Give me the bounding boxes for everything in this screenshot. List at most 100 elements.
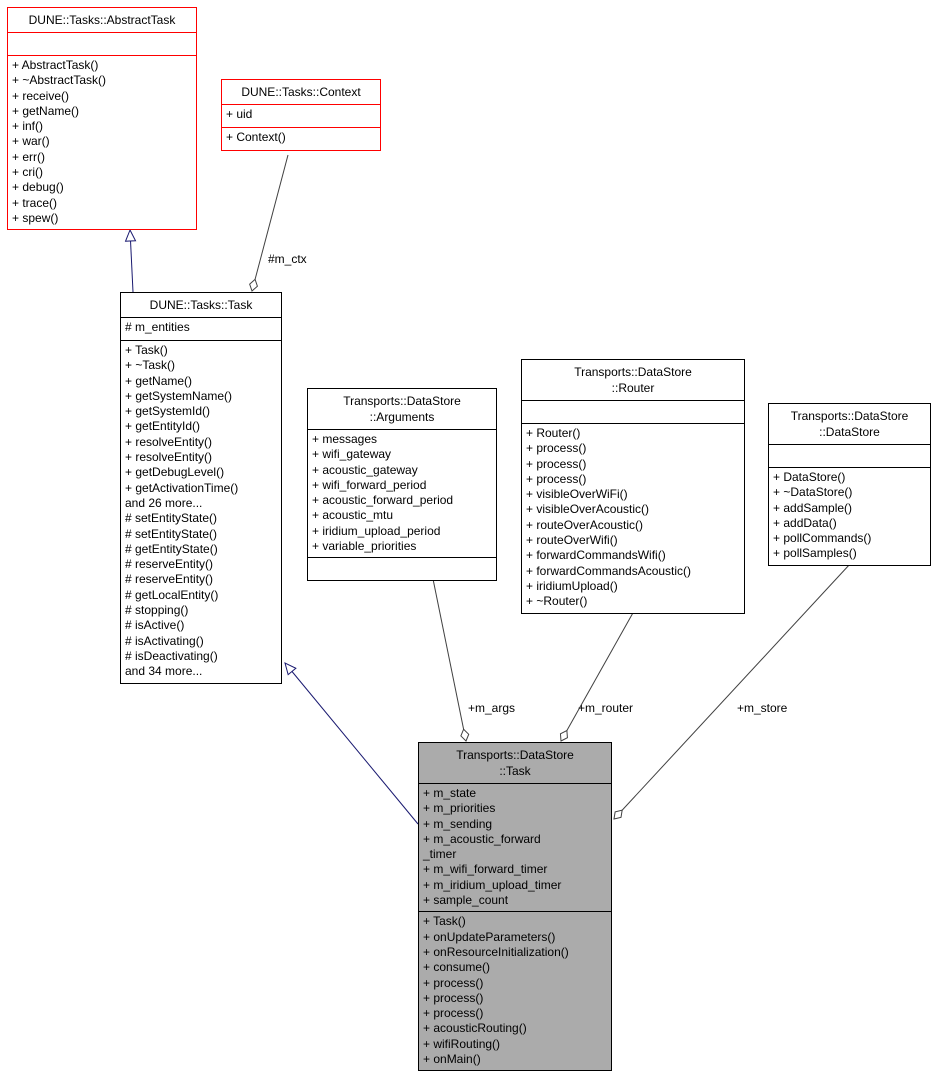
member-line: + getName() (125, 373, 193, 388)
member-line: + m_iridium_upload_timer (423, 877, 562, 892)
member-line: and 26 more... (125, 495, 203, 510)
member-line: + err() (12, 149, 45, 164)
member-line: + uid (226, 107, 253, 121)
class-transports-datastore-task[interactable]: Transports::DataStore ::Task + m_state+ … (418, 742, 612, 1072)
class-transports-datastore-router[interactable]: Transports::DataStore ::Router + Router(… (521, 359, 745, 614)
class-title: Transports::DataStore ::Router (574, 365, 692, 395)
member-line: + onResourceInitialization() (423, 944, 569, 959)
edge-inheritance-task-from-abstracttask (124, 228, 137, 293)
member-line: + routeOverWifi() (526, 533, 618, 548)
member-line: _timer (423, 847, 457, 862)
class-attributes: + m_state+ m_priorities+ m_sending+ m_ac… (419, 783, 611, 911)
class-dune-tasks-abstracttask[interactable]: DUNE::Tasks::AbstractTask + AbstractTask… (7, 7, 197, 231)
member-line: # m_entities (125, 320, 190, 334)
edge-label-m-router: +m_router (578, 701, 633, 715)
edge-label-m-ctx: #m_ctx (268, 252, 307, 266)
member-line: + iridiumUpload() (526, 578, 618, 593)
member-line: + process() (423, 990, 484, 1005)
member-line: + Router() (526, 426, 581, 440)
member-line: # stopping() (125, 603, 189, 618)
member-line: + DataStore() (773, 470, 846, 484)
member-line: + m_state (423, 786, 477, 800)
member-line: + visibleOverWiFi() (526, 487, 628, 502)
class-dune-tasks-context[interactable]: DUNE::Tasks::Context + uid + Context() (221, 79, 381, 151)
member-line: + addData() (773, 515, 837, 530)
member-line: # isDeactivating() (125, 648, 218, 663)
class-methods: + Router()+ process()+ process()+ proces… (522, 423, 744, 613)
edge-label-m-args: +m_args (468, 701, 515, 715)
member-line: + getDebugLevel() (125, 465, 225, 480)
member-line: + AbstractTask() (12, 58, 99, 72)
member-line: + acoustic_mtu (312, 508, 394, 523)
member-line: + addSample() (773, 500, 853, 515)
member-line: + process() (526, 456, 587, 471)
class-title: Transports::DataStore ::Task (456, 748, 574, 778)
member-line: + Task() (423, 914, 466, 929)
member-line: + pollCommands() (773, 531, 872, 546)
member-line: + ~Task() (125, 358, 176, 373)
member-line: + acoustic_forward_period (312, 493, 454, 508)
member-line: + variable_priorities (312, 539, 417, 554)
member-line: # setEntityState() (125, 511, 218, 526)
member-line: + acousticRouting() (423, 1021, 527, 1036)
member-line: + forwardCommandsWifi() (526, 548, 666, 563)
class-attributes: + messages+ wifi_gateway+ acoustic_gatew… (308, 429, 496, 557)
member-line: + iridium_upload_period (312, 523, 441, 538)
member-line: + cri() (12, 165, 43, 180)
edge-label-m-store: +m_store (737, 701, 788, 715)
class-attributes: # m_entities (121, 317, 281, 340)
member-line: + receive() (12, 88, 70, 103)
member-line: + wifi_forward_period (312, 477, 427, 492)
member-line: + getActivationTime() (125, 480, 239, 495)
member-line: # setEntityState() (125, 526, 218, 541)
member-line: + process() (423, 975, 484, 990)
edge-inheritance-dstask-from-dunetask (284, 662, 419, 825)
edge-aggregation-m-store (613, 563, 851, 820)
class-methods (308, 557, 496, 580)
member-line: + war() (12, 134, 50, 149)
member-line: # isActive() (125, 618, 185, 633)
class-title: Transports::DataStore ::Arguments (343, 394, 461, 424)
class-dune-tasks-task[interactable]: DUNE::Tasks::Task # m_entities + Task()+… (120, 292, 282, 684)
class-attributes (522, 400, 744, 423)
member-line: + Task() (125, 343, 168, 357)
member-line: + routeOverAcoustic() (526, 517, 644, 532)
member-line: + getSystemId() (125, 404, 211, 419)
member-line: + pollSamples() (773, 546, 857, 561)
edge-aggregation-m-ctx (249, 154, 289, 292)
member-line: + consume() (423, 960, 491, 975)
class-transports-datastore-datastore[interactable]: Transports::DataStore ::DataStore + Data… (768, 403, 931, 566)
member-line: + m_priorities (423, 801, 496, 816)
member-line: + process() (526, 471, 587, 486)
edge-aggregation-m-args (432, 578, 470, 742)
edge-aggregation-m-router (559, 610, 635, 742)
member-line: + ~DataStore() (773, 485, 853, 500)
member-line: + onMain() (423, 1052, 481, 1067)
member-line: + forwardCommandsAcoustic() (526, 563, 692, 578)
class-attributes (769, 444, 930, 467)
member-line: + m_wifi_forward_timer (423, 862, 548, 877)
member-line: + debug() (12, 180, 64, 195)
member-line: + process() (526, 441, 587, 456)
member-line: + visibleOverAcoustic() (526, 502, 650, 517)
class-methods: + AbstractTask()+ ~AbstractTask()+ recei… (8, 55, 196, 229)
class-title: Transports::DataStore ::DataStore (790, 409, 909, 439)
class-attributes: + uid (222, 104, 380, 127)
member-line: + ~Router() (526, 594, 588, 609)
member-line: + process() (423, 1006, 484, 1021)
member-line: + wifiRouting() (423, 1036, 501, 1051)
member-line: + getName() (12, 103, 80, 118)
member-line: + trace() (12, 195, 58, 210)
member-line: + getSystemName() (125, 388, 233, 403)
member-line: + spew() (12, 210, 59, 225)
member-line: + m_sending (423, 816, 493, 831)
member-line: + sample_count (423, 893, 509, 908)
class-transports-datastore-arguments[interactable]: Transports::DataStore ::Arguments + mess… (307, 388, 497, 582)
member-line: + ~AbstractTask() (12, 73, 107, 88)
member-line: + m_acoustic_forward (423, 831, 541, 846)
member-line: + getEntityId() (125, 419, 201, 434)
member-line: # isActivating() (125, 633, 204, 648)
member-line: + wifi_gateway (312, 447, 392, 462)
class-methods: + Task()+ ~Task()+ getName()+ getSystemN… (121, 340, 281, 683)
